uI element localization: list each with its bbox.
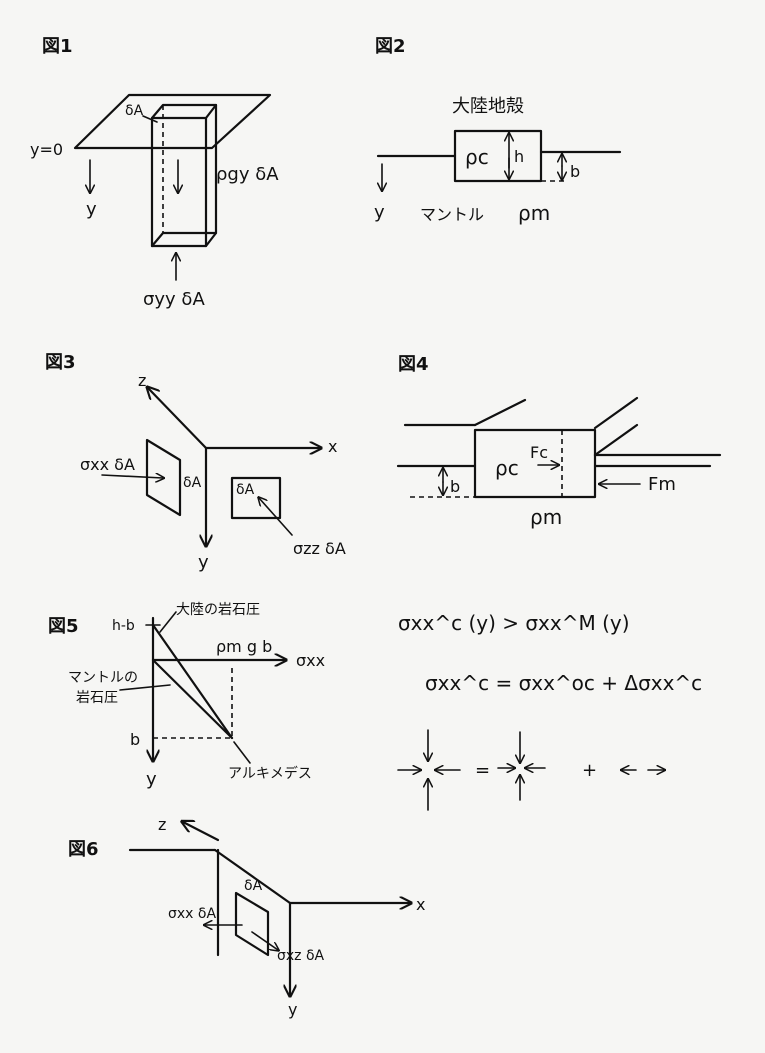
equals-sign: = xyxy=(475,760,490,781)
pmgb-label: ρm g b xyxy=(216,637,272,656)
mantle-label: マントル xyxy=(420,205,484,224)
dA-pointer xyxy=(142,115,158,123)
sxx-arrow xyxy=(101,475,163,478)
z-axis xyxy=(148,388,208,450)
upper-left-slope xyxy=(473,398,527,427)
sxz-label: σxz δA xyxy=(277,948,325,964)
sxz-arrow xyxy=(251,931,278,950)
dA-label-1: δA xyxy=(183,475,202,491)
dA-label-2: δA xyxy=(236,482,255,498)
figure-5-title: 図5 xyxy=(48,616,79,637)
figure-5: 図5 h-b 大陸の岩石圧 ρm g b σxx マントルの 岩石圧 b y ア… xyxy=(48,602,325,790)
surface-plane xyxy=(73,93,272,150)
figure-3-title: 図3 xyxy=(45,352,76,373)
szz-arrow xyxy=(259,498,293,536)
mantle-pressure-label-1: マントルの xyxy=(68,670,138,686)
archimedes-pointer xyxy=(233,741,251,764)
dA-label: δA xyxy=(244,878,263,894)
z-axis xyxy=(183,822,220,842)
column-side xyxy=(204,103,218,248)
y-label: y xyxy=(86,199,97,220)
upper-right-slope xyxy=(593,396,639,430)
column-front xyxy=(150,116,208,248)
upper-right-slope-2 xyxy=(593,423,639,457)
x-label: x xyxy=(328,437,337,456)
figure-6-title: 図6 xyxy=(68,839,99,860)
xy-face xyxy=(230,476,282,520)
figure-4-title: 図4 xyxy=(398,354,429,375)
equations: σxx^c (y) > σxx^M (y) σxx^c = σxx^oc + Δ… xyxy=(397,611,702,811)
y-label: y xyxy=(374,202,385,223)
equation-1: σxx^c (y) > σxx^M (y) xyxy=(398,611,630,635)
crust-top-slope xyxy=(213,848,292,905)
y-label: y xyxy=(288,1000,297,1019)
b-label: b xyxy=(130,730,140,749)
h-label: h xyxy=(514,147,524,166)
y-label: y xyxy=(146,769,157,790)
figure-3: 図3 z x y σxx δA δA δA σzz δA xyxy=(45,352,346,573)
crust-label: 大陸地殻 xyxy=(452,96,524,117)
mantle-pressure-pointer xyxy=(119,684,171,691)
rho-m-label: ρm xyxy=(530,505,562,529)
b-label: b xyxy=(570,162,580,181)
figure-4: 図4 ρc Fc b Fm ρm xyxy=(396,354,722,529)
figure-2: 図2 大陸地殻 ρc h b y マントル ρm xyxy=(374,36,622,225)
column-top xyxy=(150,103,218,120)
stress-state-diagram: = + xyxy=(397,729,664,811)
archimedes-label: アルキメデス xyxy=(228,765,312,782)
mantle-pressure-label-2: 岩石圧 xyxy=(76,690,118,706)
figure-2-title: 図2 xyxy=(375,36,406,57)
Fm-label: Fm xyxy=(648,474,676,495)
crust-pressure-pointer xyxy=(159,611,177,633)
figure-6: 図6 z x y δA σxx δA σxz δA xyxy=(68,815,425,1019)
y0-label: y=0 xyxy=(30,140,63,159)
element-face xyxy=(234,891,270,957)
z-label: z xyxy=(138,371,146,390)
plus-sign: + xyxy=(582,760,597,781)
stress-label: σyy δA xyxy=(143,289,205,310)
crust-pressure-label: 大陸の岩石圧 xyxy=(176,602,260,618)
crust-pressure-line xyxy=(151,623,234,740)
y-label: y xyxy=(198,552,209,573)
equation-2: σxx^c = σxx^oc + Δσxx^c xyxy=(425,671,702,695)
sxx-axis-label: σxx xyxy=(296,651,325,670)
figure-1: 図1 y=0 y δA ρgy δA σyy δA xyxy=(30,36,279,310)
weight-label: ρgy δA xyxy=(216,164,279,185)
Fc-label: Fc xyxy=(530,443,548,462)
rho-c-label: ρc xyxy=(465,145,489,169)
dA-label: δA xyxy=(125,103,144,119)
crust-block xyxy=(473,428,597,499)
sxx-label: σxx δA xyxy=(80,455,135,474)
figure-1-title: 図1 xyxy=(42,36,73,57)
crust-block xyxy=(453,129,543,183)
hb-label: h-b xyxy=(112,618,135,634)
z-label: z xyxy=(158,815,166,834)
b-label: b xyxy=(450,477,460,496)
mantle-pressure-line xyxy=(151,658,234,740)
x-label: x xyxy=(416,895,425,914)
rho-c-label: ρc xyxy=(495,456,519,480)
rho-m-label: ρm xyxy=(518,201,550,225)
sxx-label: σxx δA xyxy=(168,906,216,922)
szz-label: σzz δA xyxy=(293,539,346,558)
